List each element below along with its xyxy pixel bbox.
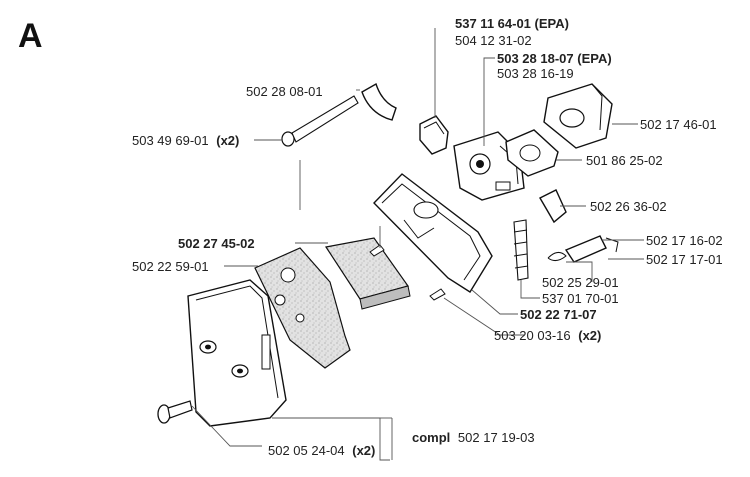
label-housing-screws-number: 503 20 03-16 [494,328,571,343]
label-filter-foam-strip: 502 27 45-02 [178,236,255,251]
air-filter-cover [187,279,287,427]
filter-foam-strip [325,237,411,310]
housing-screws [369,244,446,301]
long-bolt [281,95,359,147]
label-compl-word: compl [412,430,450,445]
label-spring-1: 502 17 16-02 [646,233,723,248]
label-long-bolt-number: 503 49 69-01 [132,133,209,148]
label-gasket: 501 86 25-02 [586,153,663,168]
choke-part [419,115,449,155]
knob-screw [157,400,193,424]
label-compl-number: 502 17 19-03 [458,430,535,445]
label-knob-screw-qty: (x2) [352,443,375,458]
label-link: 502 25 29-01 [542,275,619,290]
label-intake-flange: 502 17 46-01 [640,117,717,132]
label-throttle-lever: 502 26 36-02 [590,199,667,214]
label-long-bolt: 503 49 69-01 (x2) [132,133,239,148]
section-letter: A [18,17,43,55]
leader-lines [191,28,644,461]
label-housing: 502 22 71-07 [520,307,597,322]
label-carb-epa: 503 28 18-07 (EPA) [497,51,612,66]
label-carb-alt: 503 28 16-19 [497,66,574,81]
throttle-lever [539,189,567,224]
spring-link-parts [547,235,619,263]
label-compl: compl 502 17 19-03 [412,430,535,445]
bracket-clip [361,82,397,121]
label-housing-screws-qty: (x2) [578,328,601,343]
label-bracket-clip: 502 28 08-01 [246,84,323,99]
fuel-hose [513,219,529,281]
label-spring-2: 502 17 17-01 [646,252,723,267]
gasket [505,129,559,177]
rear-foam-filter [254,247,351,369]
label-choke-epa: 537 11 64-01 (EPA) [455,16,569,31]
label-fuel-hose: 537 01 70-01 [542,291,619,306]
label-knob-screw: 502 05 24-04 (x2) [268,443,375,458]
intake-flange [543,83,613,149]
air-filter-housing [373,173,493,293]
label-housing-screws: 503 20 03-16 (x2) [494,328,601,343]
label-knob-screw-number: 502 05 24-04 [268,443,345,458]
label-long-bolt-qty: (x2) [216,133,239,148]
label-rear-foam: 502 22 59-01 [132,259,209,274]
label-choke-alt: 504 12 31-02 [455,33,532,48]
